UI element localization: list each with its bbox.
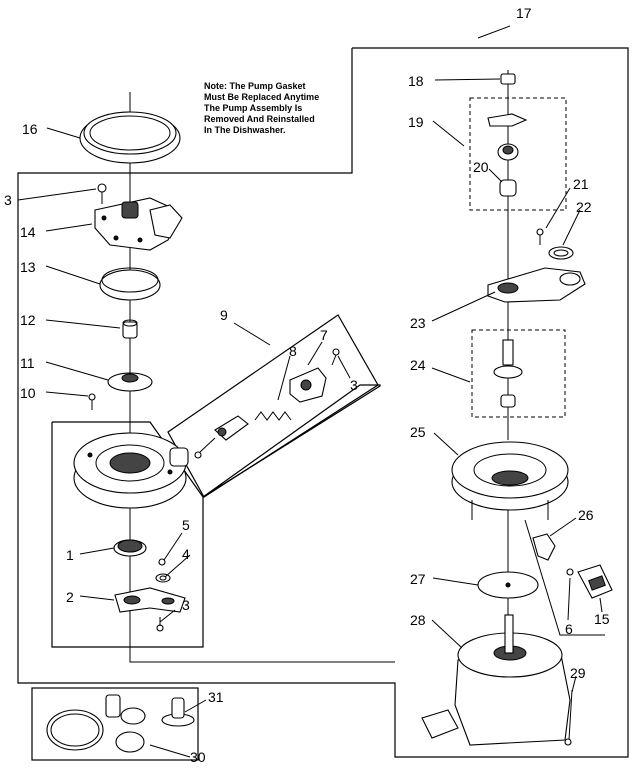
part-14-cover bbox=[94, 197, 183, 251]
label-13: 13 bbox=[20, 259, 36, 275]
part-21-screw bbox=[536, 228, 544, 245]
part-3-screw-9 bbox=[331, 348, 340, 366]
pump-housing bbox=[73, 432, 189, 509]
part-9-valve bbox=[194, 415, 249, 459]
label-25: 25 bbox=[410, 424, 426, 440]
label-3-top: 3 bbox=[4, 192, 12, 208]
label-21: 21 bbox=[573, 176, 589, 192]
outline-9-group bbox=[167, 314, 379, 498]
outline-17-group bbox=[17, 47, 629, 758]
label-1: 1 bbox=[66, 547, 74, 563]
label-22: 22 bbox=[576, 199, 592, 215]
label-27: 27 bbox=[410, 571, 426, 587]
label-3-right: 3 bbox=[350, 377, 358, 393]
note-line-4: Removed And Reinstalled bbox=[204, 114, 315, 124]
label-3-bottom: 3 bbox=[182, 597, 190, 613]
label-29: 29 bbox=[570, 665, 586, 681]
part-20-bushing bbox=[499, 179, 517, 197]
connector-line-right bbox=[524, 519, 605, 636]
part-29-screw bbox=[564, 689, 573, 746]
part-16-pump-gasket bbox=[79, 111, 181, 164]
part-18-nut bbox=[500, 73, 516, 85]
label-30: 30 bbox=[190, 749, 206, 765]
part-28-motor bbox=[421, 614, 571, 746]
part-13-ring bbox=[99, 267, 161, 301]
part-12-nut bbox=[122, 319, 138, 339]
note-line-5: In The Dishwasher. bbox=[204, 125, 286, 135]
label-14: 14 bbox=[20, 224, 36, 240]
label-6: 6 bbox=[565, 621, 573, 637]
note-line-2: Must Be Replaced Anytime bbox=[204, 92, 319, 102]
label-15: 15 bbox=[594, 611, 610, 627]
label-2: 2 bbox=[66, 589, 74, 605]
note-line-3: The Pump Assembly Is bbox=[204, 103, 302, 113]
outline-30-group bbox=[31, 687, 199, 761]
part-5-ball bbox=[158, 558, 166, 566]
part-25-motor-mount bbox=[451, 441, 569, 520]
note-line-1: Note: The Pump Gasket bbox=[204, 81, 306, 91]
label-18: 18 bbox=[408, 73, 424, 89]
label-23: 23 bbox=[410, 315, 426, 331]
label-7: 7 bbox=[320, 327, 328, 343]
label-8: 8 bbox=[289, 343, 297, 359]
part-30-kit bbox=[46, 694, 195, 753]
outline-24-group bbox=[471, 329, 566, 418]
part-8-spring bbox=[254, 411, 292, 421]
part-11-impeller bbox=[107, 372, 153, 392]
part-15-thermistor bbox=[577, 564, 613, 599]
part-26-clip bbox=[532, 533, 556, 561]
label-28: 28 bbox=[410, 612, 426, 628]
label-16: 16 bbox=[22, 121, 38, 137]
part-22-seal bbox=[548, 246, 574, 260]
part-27-disc bbox=[477, 571, 539, 599]
leader-lines bbox=[17, 25, 603, 758]
part-3-screw-bottom bbox=[156, 617, 164, 632]
part-6-sensor bbox=[566, 568, 574, 576]
part-7-mounting-plate bbox=[289, 367, 327, 403]
label-20: 20 bbox=[473, 159, 489, 175]
connector-line bbox=[129, 632, 395, 663]
part-10-screw bbox=[88, 393, 96, 410]
label-5: 5 bbox=[182, 517, 190, 533]
part-1-filter bbox=[113, 539, 147, 557]
part-19-chopper bbox=[487, 113, 528, 161]
label-17: 17 bbox=[516, 5, 532, 21]
outline-pump-housing-group bbox=[51, 384, 381, 648]
label-26: 26 bbox=[578, 507, 594, 523]
outline-19-group bbox=[469, 97, 567, 211]
label-10: 10 bbox=[20, 385, 36, 401]
part-23-plate bbox=[487, 267, 586, 303]
label-12: 12 bbox=[20, 312, 36, 328]
label-11: 11 bbox=[20, 355, 35, 371]
part-2-bracket bbox=[114, 587, 186, 613]
part-4-oring bbox=[155, 573, 171, 583]
label-24: 24 bbox=[410, 357, 426, 373]
part-3-screw-top bbox=[97, 183, 107, 204]
part-24-shaft bbox=[493, 339, 523, 408]
label-9: 9 bbox=[220, 307, 228, 323]
label-4: 4 bbox=[182, 546, 190, 562]
label-19: 19 bbox=[408, 114, 424, 130]
label-31: 31 bbox=[208, 689, 224, 705]
